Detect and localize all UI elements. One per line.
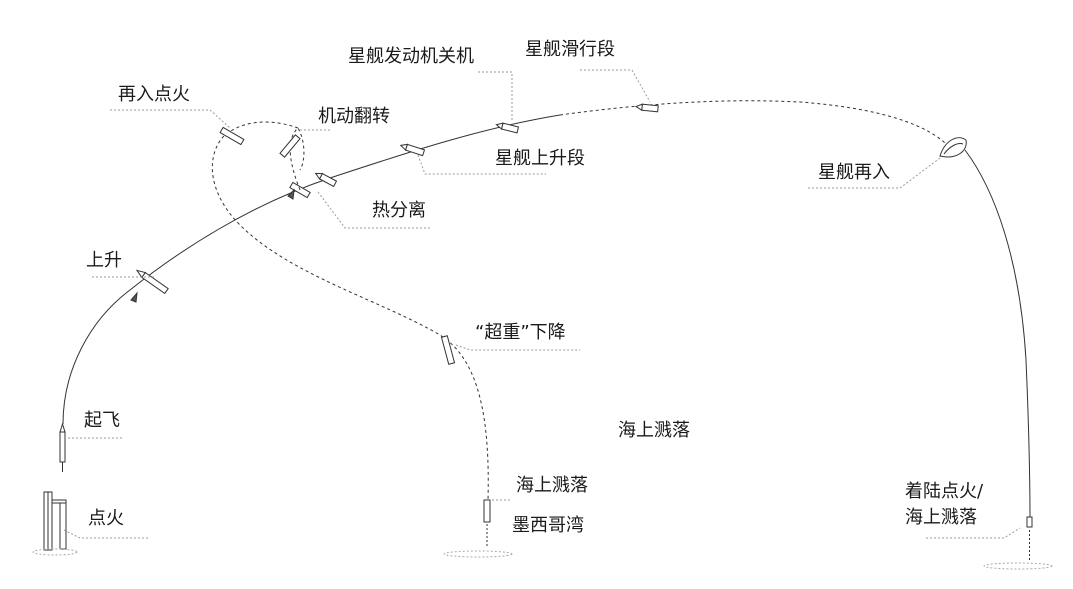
label-splashdown-center: 海上溅落 [618, 420, 690, 441]
booster-flip-loop [289, 127, 305, 191]
ascent-trajectory [62, 114, 561, 425]
booster-reentry-burn-vehicle [219, 126, 245, 146]
coast-trajectory [559, 100, 951, 149]
label-splashdown-booster: 海上溅落 [516, 475, 588, 496]
booster-flip-vehicle [279, 134, 301, 158]
ship-landing-vehicle [983, 516, 1053, 570]
label-ship-coast: 星舰滑行段 [525, 39, 615, 60]
label-flip-maneuver: 机动翻转 [318, 106, 390, 127]
booster-descent-vehicle [440, 335, 456, 365]
label-landing-burn-line1: 着陆点火/ [905, 481, 984, 502]
label-ship-reentry: 星舰再入 [818, 162, 890, 183]
reentry-trajectory [964, 149, 1031, 521]
ship-ascent-vehicle [399, 143, 426, 157]
label-liftoff: 起飞 [84, 410, 120, 431]
hot-staging-vehicles [287, 172, 338, 200]
label-gulf-of-mexico: 墨西哥湾 [512, 515, 584, 536]
label-reentry-ignition: 再入点火 [118, 84, 190, 105]
booster-return-trajectory [211, 121, 489, 501]
ascent-arrow [130, 291, 138, 303]
label-ship-ascent: 星舰上升段 [495, 148, 585, 169]
label-hot-staging: 热分离 [372, 200, 426, 221]
label-ascent: 上升 [86, 250, 122, 271]
rocket-ascent [135, 269, 169, 295]
rocket-liftoff [59, 422, 66, 472]
label-ignition: 点火 [88, 508, 124, 529]
label-ship-engine-cutoff: 星舰发动机关机 [348, 46, 474, 67]
ship-engine-cutoff-vehicle [495, 122, 520, 134]
leader-lines [63, 69, 1021, 539]
ship-reentry-vehicle [939, 137, 967, 158]
booster-splashdown-vehicle [443, 499, 513, 558]
label-landing-burn-line2: 海上溅落 [905, 507, 977, 528]
label-super-heavy-descent: “超重”下降 [475, 322, 566, 343]
launch-tower [32, 491, 78, 556]
ship-coast-vehicle [634, 103, 659, 113]
